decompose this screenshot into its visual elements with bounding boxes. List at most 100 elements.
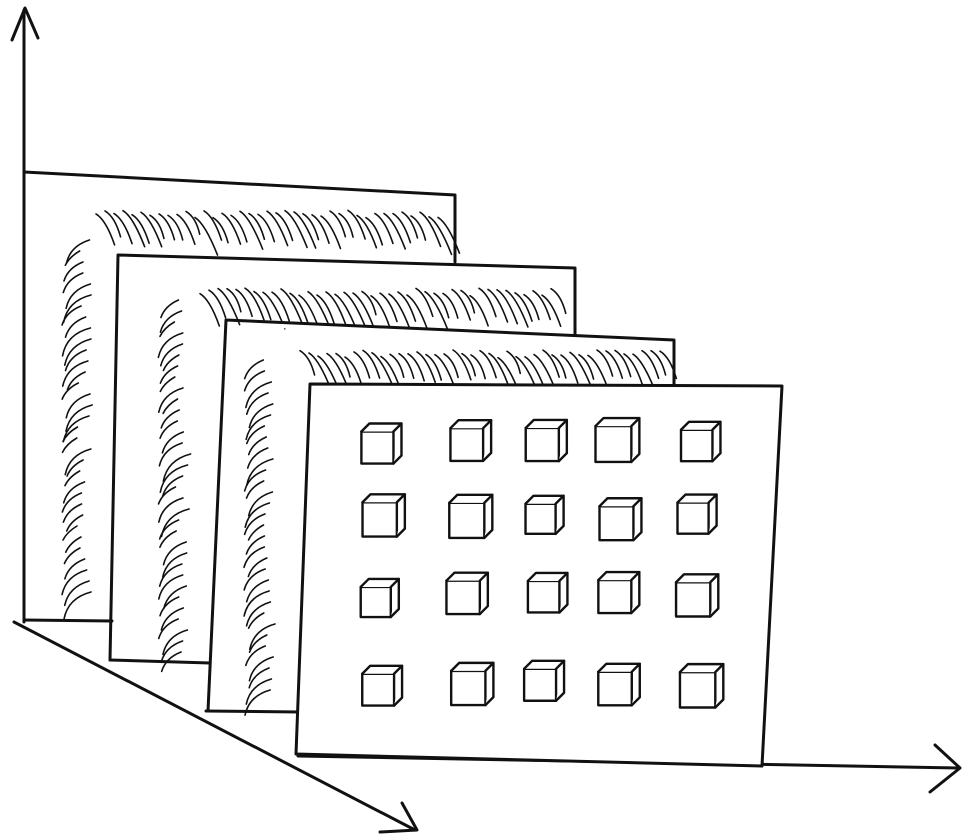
hatch-stroke (353, 351, 371, 379)
cube-side-face (483, 493, 494, 540)
hatch-stroke (478, 287, 497, 318)
hatch-stroke (470, 354, 486, 380)
hatch-stroke (235, 288, 253, 318)
cube-r3-c3 (526, 571, 569, 614)
cube-side-face (709, 573, 720, 618)
cube-r3-c5 (674, 573, 720, 618)
hatch-stroke (244, 689, 271, 716)
hatch-stroke (248, 667, 270, 689)
cube-side-face (484, 661, 495, 707)
hatch-stroke (162, 453, 192, 483)
hatch-stroke (62, 272, 84, 294)
hatch-stroke (65, 404, 93, 432)
hatch-stroke (245, 414, 272, 441)
hatch-stroke (247, 557, 268, 578)
hatch-stroke (650, 349, 667, 376)
hatch-stroke (560, 354, 579, 384)
cube-front-face (522, 667, 558, 702)
hatch-stroke (401, 211, 419, 239)
hatch-stroke (140, 211, 163, 248)
hatch-stroke (347, 209, 366, 240)
cube-side-face (392, 422, 403, 465)
hatch-stroke (162, 629, 189, 656)
hatch-stroke (578, 353, 595, 380)
hatch-stroke (64, 558, 86, 580)
hatch-stroke (160, 640, 184, 664)
hatch-stroke (159, 420, 179, 440)
cube-r4-c4 (597, 662, 641, 707)
cube-side-face (630, 416, 641, 464)
cube-side-face (630, 662, 641, 707)
hatch-stroke (434, 353, 456, 389)
hatch-stroke (162, 354, 180, 372)
cube-r4-c3 (522, 659, 566, 702)
hatch-stroke (488, 352, 510, 387)
hatch-stroke (514, 291, 533, 322)
cube-side-face (714, 662, 725, 709)
hatch-stroke (157, 574, 184, 600)
hatch-stroke (226, 287, 242, 313)
hatch-stroke (245, 579, 270, 603)
base-line-2 (108, 658, 212, 665)
hatch-stroke (158, 213, 176, 241)
hatch-stroke (443, 353, 459, 379)
hatch-stroke (159, 530, 177, 549)
cube-r1-c4 (594, 416, 641, 464)
cube-top-face (522, 659, 566, 671)
hatch-stroke (61, 305, 82, 326)
hatch-stroke (212, 216, 229, 244)
hatch-stroke (167, 214, 184, 241)
hatch-stroke (185, 210, 201, 236)
depth-axis-arrowhead (378, 801, 419, 834)
hatch-stroke (247, 436, 268, 456)
hatch-stroke (159, 365, 179, 384)
hatch-stroke (245, 381, 273, 409)
cube-front-face (445, 579, 482, 616)
cube-front-face (676, 501, 710, 535)
hatch-stroke (325, 291, 347, 327)
hatch-stroke (284, 209, 308, 249)
cube-front-face (361, 501, 399, 538)
hatch-stroke (370, 294, 391, 328)
hatch-stroke (62, 294, 92, 324)
plane-1 (22, 170, 461, 622)
hatch-stroke (65, 239, 91, 264)
hatch-stroke (623, 353, 644, 386)
cube-side-face (554, 494, 565, 536)
hatch-stroke (389, 353, 405, 378)
hatch-stroke (247, 491, 274, 517)
cube-r2-c1 (361, 493, 407, 538)
hatch-stroke (392, 212, 412, 244)
hatch-stroke (63, 338, 92, 367)
cube-front-face (526, 579, 561, 614)
hatch-stroke (160, 508, 190, 538)
cube-side-face (557, 418, 569, 463)
vertical-axis-arrowhead (10, 6, 40, 42)
cube-front-face (449, 427, 485, 463)
hatch-stroke (425, 353, 443, 381)
hatch-stroke (176, 213, 196, 246)
hatch-stroke (532, 289, 552, 321)
hatch-stroke (452, 349, 472, 381)
hatch-stroke (159, 464, 189, 494)
hatch-stroke (160, 607, 185, 631)
hatch-stroke (61, 569, 88, 596)
hatch-stroke (203, 210, 223, 241)
hatch-stroke (246, 447, 269, 469)
hatch-stroke (208, 289, 227, 319)
hatch-stroke (299, 349, 316, 376)
cube-front-face (359, 585, 393, 619)
hatch-stroke (289, 292, 309, 325)
cube-top-face (449, 661, 495, 673)
hatch-stroke (62, 525, 78, 541)
hatch-stroke (461, 352, 477, 377)
hatch-stroke (64, 316, 87, 338)
hatch-stroke (64, 470, 81, 487)
hatch-stroke (442, 292, 459, 319)
hatch-stroke (149, 214, 165, 240)
cube-r3-c2 (445, 571, 490, 616)
hatch-stroke (158, 497, 184, 523)
cube-top-face (359, 577, 401, 589)
hatch-stroke (113, 212, 133, 245)
hatch-stroke (245, 480, 265, 499)
